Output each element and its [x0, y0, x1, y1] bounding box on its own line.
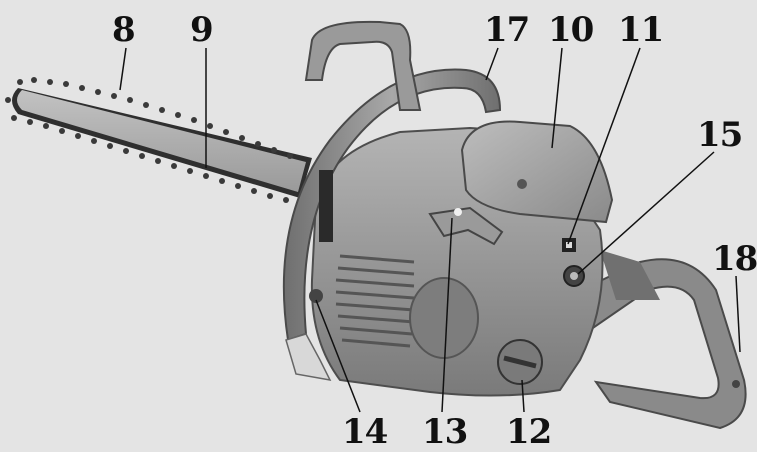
callout-15: 15 — [697, 115, 743, 155]
cooling-grille — [335, 254, 415, 348]
callout-13: 13 — [422, 412, 468, 452]
chain-tensioner — [309, 289, 323, 303]
leader-lines — [119, 47, 741, 413]
callout-14: 14 — [342, 412, 388, 452]
callout-12: 12 — [506, 412, 552, 452]
saw-chain — [5, 77, 293, 203]
rear-handle — [558, 250, 747, 430]
throttle-lock — [563, 265, 585, 287]
fuel-cap — [497, 339, 543, 385]
callout-8: 8 — [112, 10, 136, 50]
top-cover — [460, 120, 614, 224]
callout-9: 9 — [190, 10, 214, 50]
callout-10: 10 — [548, 10, 594, 50]
callout-11: 11 — [618, 10, 664, 50]
callout-17: 17 — [484, 10, 530, 50]
callout-18: 18 — [712, 239, 757, 279]
ignition-switch — [562, 238, 576, 252]
guide-bar — [5, 77, 312, 203]
choke-lever — [428, 206, 504, 246]
